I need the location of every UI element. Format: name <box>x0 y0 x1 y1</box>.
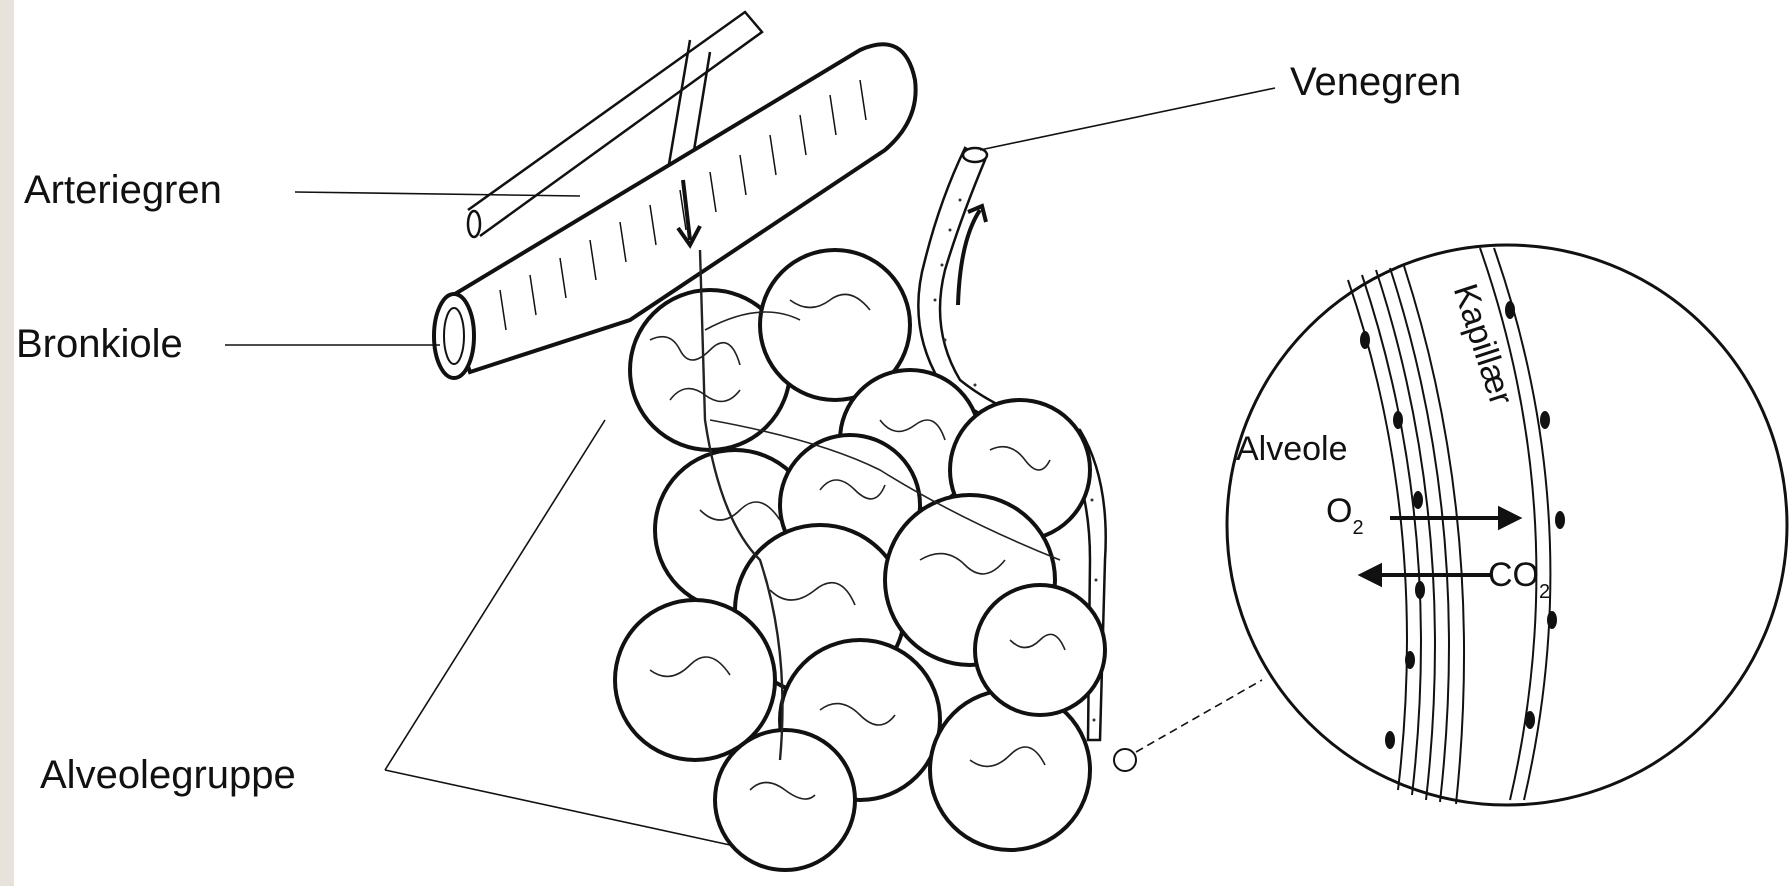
label-bronkiole: Bronkiole <box>16 324 183 364</box>
label-arteriegren: Arteriegren <box>24 170 222 210</box>
co2-main: CO <box>1488 556 1539 594</box>
page-edge-shadow <box>0 0 14 886</box>
o2-subscript: 2 <box>1352 517 1363 539</box>
label-alveole: Alveole <box>1236 432 1348 466</box>
label-o2: O2 <box>1326 494 1364 528</box>
label-alveolegruppe: Alveolegruppe <box>40 755 296 795</box>
o2-main: O <box>1326 492 1352 530</box>
detail-marker <box>1114 749 1136 771</box>
inset-magnifier <box>1227 245 1787 805</box>
alveolar-sacs <box>615 250 1105 870</box>
label-venegren: Venegren <box>1290 62 1461 102</box>
co2-subscript: 2 <box>1539 581 1550 603</box>
label-co2: CO2 <box>1488 558 1550 592</box>
